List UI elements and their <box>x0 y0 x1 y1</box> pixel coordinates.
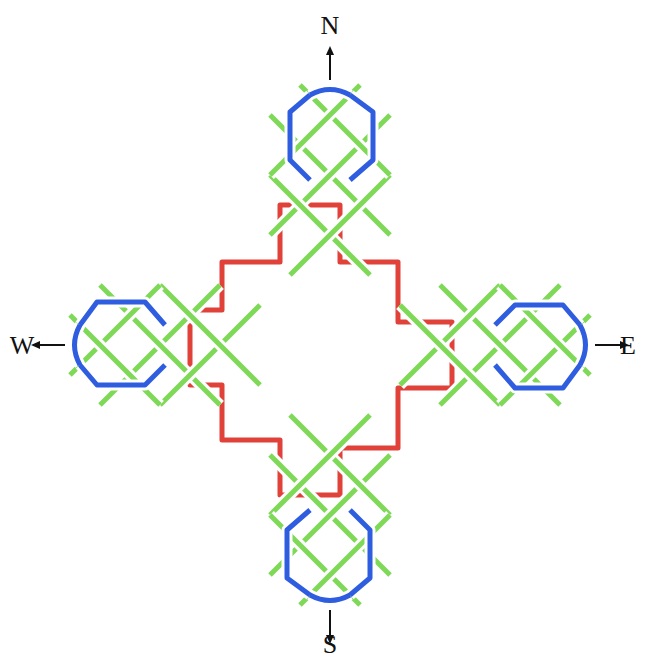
direction-label: W <box>10 333 35 359</box>
direction-label: E <box>620 333 636 359</box>
direction-label: S <box>323 632 337 658</box>
direction-label: N <box>321 13 340 39</box>
